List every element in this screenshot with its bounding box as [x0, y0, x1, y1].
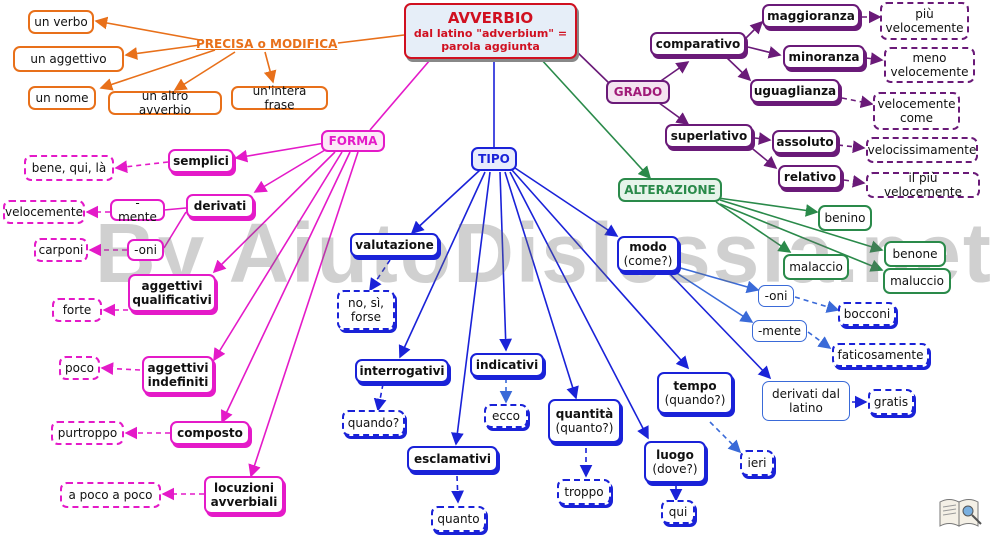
grado-uguaglianza-example: velocemente come [873, 92, 960, 130]
forma-composto-example: purtroppo [51, 421, 124, 445]
root-subtitle: dal latino "adverbium" = parola aggiunta [413, 27, 568, 53]
book-logo-icon [939, 499, 982, 527]
forma-semplici-example: bene, qui, là [24, 155, 114, 181]
tipo-luogo-label: luogo [656, 448, 694, 462]
tipo-esclamativi-example: quanto [431, 506, 486, 532]
precisa-frase: un'intera frase [231, 84, 328, 112]
tipo-oni-example: bocconi [838, 302, 896, 326]
tipo-mente: -mente [752, 320, 807, 342]
grado-minoranza: minoranza [783, 45, 865, 69]
precisa-avverbio: un altro avverbio [108, 89, 222, 117]
tipo-interrogativi: interrogativi [355, 359, 449, 383]
tipo-tempo-label: tempo [673, 379, 717, 393]
tipo-modo: modo (come?) [617, 236, 679, 272]
tipo-derivati-latino: derivati dal latino [762, 381, 850, 421]
forma-indefiniti-example: poco [59, 356, 100, 380]
tipo-luogo: luogo (dove?) [644, 441, 706, 483]
forma-semplici: semplici [168, 149, 234, 173]
grado-comparativo: comparativo [650, 32, 746, 56]
tipo-mente-example: faticosamente [832, 343, 929, 367]
tipo-valutazione-example: no, sì, forse [337, 290, 395, 330]
tipo-tempo: tempo (quando?) [657, 372, 733, 414]
tipo-interrogativi-example: quando? [342, 410, 405, 436]
tipo-derivati-latino-example: gratis [868, 389, 914, 415]
alterazione-benino: benino [818, 205, 872, 231]
tipo-modo-question: (come?) [623, 254, 673, 268]
alterazione-maluccio: maluccio [883, 268, 951, 294]
forma-aggettivi-qualificativi: aggettivi qualificativi [128, 274, 216, 312]
tipo-tempo-question: (quando?) [664, 393, 726, 407]
grado-relativo-example: il più velocemente [866, 171, 980, 199]
tipo-quantita-label: quantità [555, 407, 614, 421]
grado-maggioranza-example: più velocemente [880, 2, 969, 40]
tipo-quantita-example: troppo [557, 479, 611, 505]
grado-superlativo: superlativo [665, 124, 753, 148]
alterazione-malaccio: malaccio [783, 254, 849, 280]
grado-minoranza-example: meno velocemente [884, 47, 975, 83]
grado-node: GRADO [606, 80, 670, 104]
forma-oni-example: carponi [34, 238, 88, 262]
tipo-tempo-example: ieri [740, 450, 774, 476]
forma-composto: composto [170, 421, 250, 445]
forma-mente: -mente [110, 196, 165, 224]
grado-assoluto: assoluto [772, 130, 838, 154]
tipo-luogo-example: qui [661, 500, 695, 524]
alterazione-benone: benone [884, 241, 946, 267]
tipo-indicativi-example: ecco [484, 404, 528, 428]
alterazione-node: ALTERAZIONE [618, 178, 722, 202]
precisa-label: PRECISA o MODIFICA [196, 37, 338, 51]
forma-mente-example: velocemente [3, 200, 85, 224]
tipo-esclamativi: esclamativi [407, 446, 498, 472]
tipo-oni: -oni [758, 285, 794, 307]
forma-qualificativi-example: forte [52, 298, 102, 322]
forma-derivati: derivati [186, 194, 254, 218]
tipo-modo-label: modo [629, 240, 667, 254]
forma-locuzioni-example: a poco a poco [60, 482, 161, 508]
precisa-nome: un nome [28, 86, 96, 110]
grado-relativo: relativo [778, 165, 842, 189]
tipo-node: TIPO [471, 147, 517, 171]
tipo-quantita-question: (quanto?) [555, 421, 614, 435]
tipo-valutazione: valutazione [350, 233, 439, 257]
precisa-verbo: un verbo [28, 10, 94, 34]
tipo-quantita: quantità (quanto?) [548, 399, 621, 443]
grado-uguaglianza: uguaglianza [750, 79, 840, 103]
forma-aggettivi-indefiniti: aggettivi indefiniti [142, 356, 214, 394]
grado-maggioranza: maggioranza [762, 4, 860, 28]
forma-oni: -oni [127, 239, 164, 261]
root-title: AVVERBIO [447, 9, 534, 27]
grado-assoluto-example: velocissimamente [866, 137, 978, 163]
precisa-aggettivo: un aggettivo [13, 46, 124, 72]
forma-node: FORMA [321, 130, 385, 152]
tipo-luogo-question: (dove?) [652, 462, 698, 476]
root-node: AVVERBIO dal latino "adverbium" = parola… [404, 3, 577, 59]
tipo-indicativi: indicativi [470, 353, 544, 377]
forma-locuzioni-avverbiali: locuzioni avverbiali [204, 476, 284, 514]
